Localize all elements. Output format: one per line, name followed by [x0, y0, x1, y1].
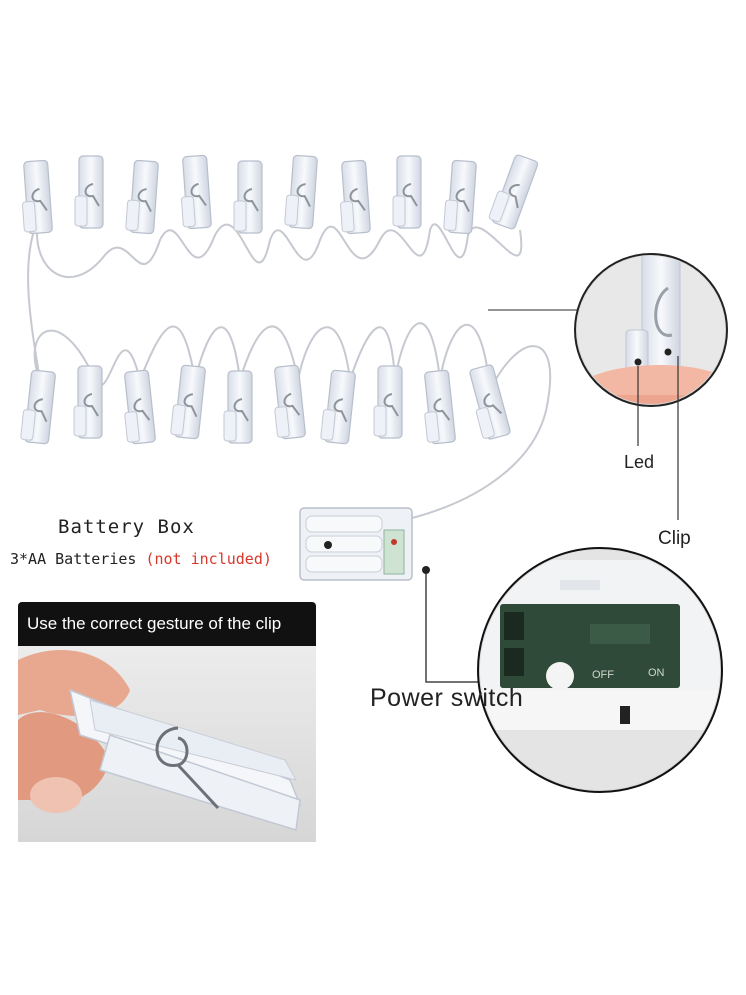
wire-top	[35, 219, 523, 278]
clip-led	[170, 364, 206, 440]
battery-note-text: (not included)	[145, 550, 272, 568]
clip-led	[22, 159, 53, 235]
clip-led	[181, 154, 212, 230]
battery-box	[299, 507, 413, 581]
clip-led	[424, 369, 456, 445]
clip-led	[233, 160, 263, 234]
clip-led	[223, 370, 253, 444]
switch-marker-dot	[422, 566, 430, 574]
battery-count-text: 3*AA Batteries	[10, 550, 146, 568]
gesture-photo	[18, 646, 316, 842]
clip-led	[320, 369, 356, 445]
wire-to-battery	[411, 345, 552, 519]
clip-led	[443, 159, 477, 235]
battery-box-label: Battery Box	[58, 516, 195, 538]
clip-led	[274, 364, 306, 440]
clip-led	[124, 369, 156, 445]
clip-led	[392, 155, 422, 229]
clip-led	[469, 364, 511, 440]
clips-top-row	[22, 154, 539, 235]
clip-led	[125, 159, 159, 235]
led-label: Led	[624, 452, 655, 472]
gesture-banner: Use the correct gesture of the clip	[18, 602, 316, 646]
clip-led	[74, 155, 104, 229]
switch-off-marking: OFF	[592, 669, 614, 681]
clip-label: Clip	[658, 528, 691, 549]
clip-led	[488, 154, 539, 230]
clip-led	[340, 159, 371, 235]
battery-spec-label: 3*AA Batteries (not included)	[10, 550, 272, 568]
clip-led	[284, 154, 318, 230]
battery-marker-dot	[324, 541, 332, 549]
switch-on-marking: ON	[648, 667, 665, 679]
power-switch-label: Power switch	[370, 684, 524, 712]
clip-led	[73, 365, 103, 439]
clip-led	[20, 369, 56, 445]
clips-bottom-row	[20, 364, 511, 445]
zoom-switch-detail	[480, 550, 720, 790]
clip-led	[373, 365, 403, 439]
wire-bottom	[33, 322, 491, 391]
